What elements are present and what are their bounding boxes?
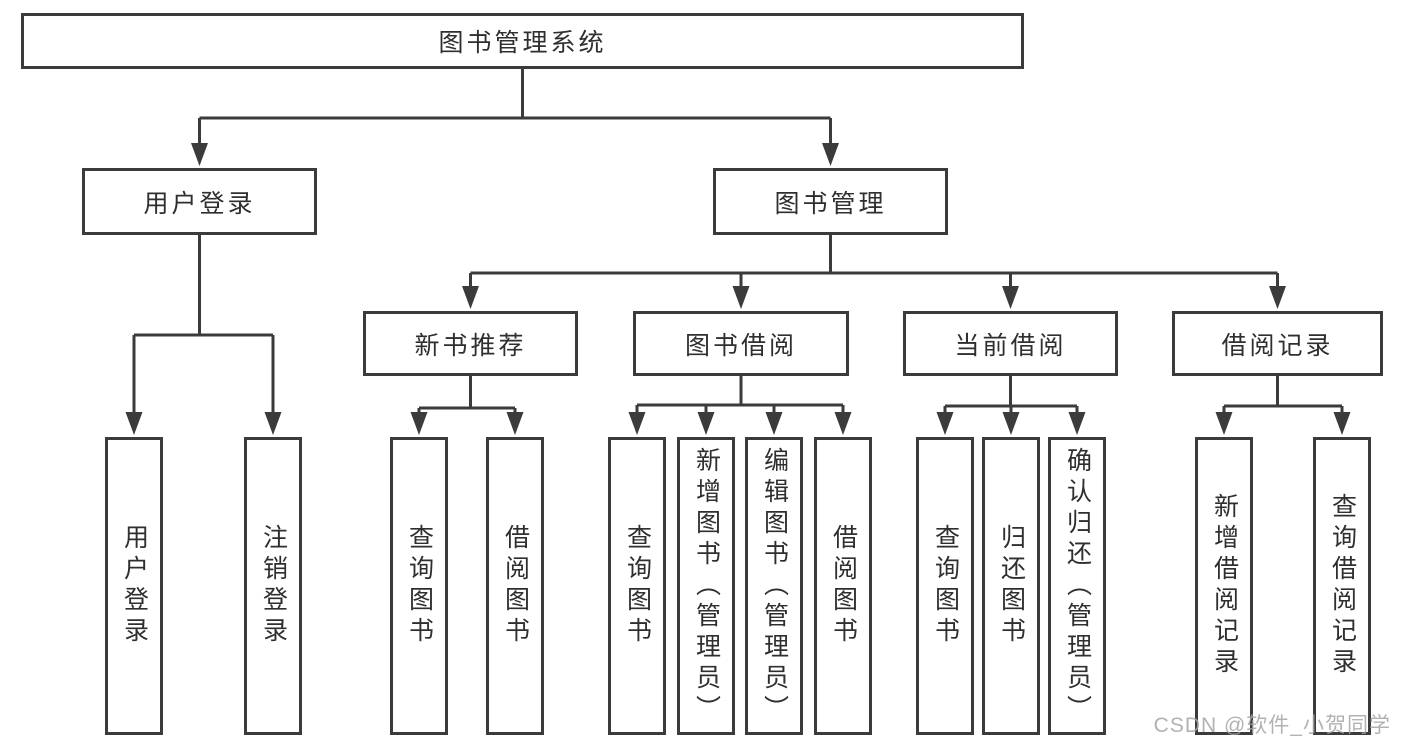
node-label: 图书管理系统 (438, 29, 607, 57)
arrow-down-icon (506, 412, 524, 435)
arrow-down-icon (1002, 412, 1020, 435)
arrow-down-icon (1215, 412, 1233, 435)
leaf-label: 新增借阅记录 (1210, 493, 1239, 679)
leaf-logout: 注销登录 (244, 437, 302, 735)
arrow-down-icon (936, 412, 954, 435)
watermark-text: CSDN @软件_小贺同学 (1153, 714, 1391, 737)
leaf-label: 确认归还（管理员） (1063, 446, 1092, 726)
leaf-label: 借阅图书 (829, 524, 858, 648)
leaf-add-borrow-record: 新增借阅记录 (1195, 437, 1253, 735)
arrow-down-icon (628, 412, 646, 435)
node-label: 图书管理 (774, 189, 887, 218)
leaf-label: 编辑图书（管理员） (760, 446, 789, 726)
leaf-label: 查询图书 (931, 524, 960, 648)
connector-new-book-recommendation (410, 376, 524, 435)
leaf-label: 借阅图书 (501, 524, 530, 648)
leaf-label: 注销登录 (259, 524, 288, 648)
connector-current-borrowing (936, 376, 1086, 435)
leaf-label: 新增图书（管理员） (692, 446, 721, 726)
arrow-down-icon (191, 143, 208, 166)
leaf-recommend-query-books: 查询图书 (390, 437, 448, 735)
arrow-down-icon (1068, 412, 1086, 435)
arrow-down-icon (834, 412, 852, 435)
leaf-label: 查询图书 (623, 524, 652, 648)
node-label: 用户登录 (143, 189, 256, 218)
arrow-down-icon (1002, 286, 1019, 309)
node-book-management: 图书管理 (713, 168, 948, 235)
leaf-borrowing-query-books: 查询图书 (608, 437, 666, 735)
arrow-down-icon (125, 412, 143, 435)
leaf-edit-books-admin: 编辑图书（管理员） (745, 437, 803, 735)
leaf-query-borrow-record: 查询借阅记录 (1313, 437, 1371, 735)
arrow-down-icon (765, 412, 783, 435)
leaf-confirm-return-admin: 确认归还（管理员） (1048, 437, 1106, 735)
node-new-book-recommendation: 新书推荐 (363, 311, 578, 376)
leaf-label: 查询借阅记录 (1328, 493, 1357, 679)
arrow-down-icon (1269, 286, 1286, 309)
connector-root (191, 69, 839, 166)
node-label: 当前借阅 (954, 331, 1067, 360)
connector-book-management (462, 235, 1286, 309)
arrow-down-icon (1333, 412, 1351, 435)
arrow-down-icon (822, 143, 839, 166)
leaf-label: 归还图书 (997, 524, 1026, 648)
node-book-borrowing: 图书借阅 (633, 311, 849, 376)
connector-book-borrowing (628, 376, 852, 435)
connector-user-login (125, 235, 282, 435)
node-label: 图书借阅 (684, 331, 797, 360)
connector-borrowing-records (1215, 376, 1351, 435)
arrow-down-icon (410, 412, 428, 435)
leaf-current-query-books: 查询图书 (916, 437, 974, 735)
node-borrowing-records: 借阅记录 (1172, 311, 1383, 376)
leaf-user-login: 用户登录 (105, 437, 163, 735)
arrow-down-icon (264, 412, 282, 435)
leaf-label: 查询图书 (405, 524, 434, 648)
leaf-recommend-borrow-books: 借阅图书 (486, 437, 544, 735)
arrow-down-icon (732, 286, 750, 309)
arrow-down-icon (462, 286, 479, 309)
leaf-return-books: 归还图书 (982, 437, 1040, 735)
arrow-down-icon (697, 412, 715, 435)
node-label: 借阅记录 (1221, 331, 1334, 360)
leaf-add-books-admin: 新增图书（管理员） (677, 437, 735, 735)
node-user-login: 用户登录 (82, 168, 317, 235)
node-label: 新书推荐 (414, 331, 527, 360)
node-current-borrowing: 当前借阅 (903, 311, 1118, 376)
leaf-borrowing-borrow-books: 借阅图书 (814, 437, 872, 735)
leaf-label: 用户登录 (120, 524, 149, 648)
node-library-management-system: 图书管理系统 (21, 13, 1024, 69)
